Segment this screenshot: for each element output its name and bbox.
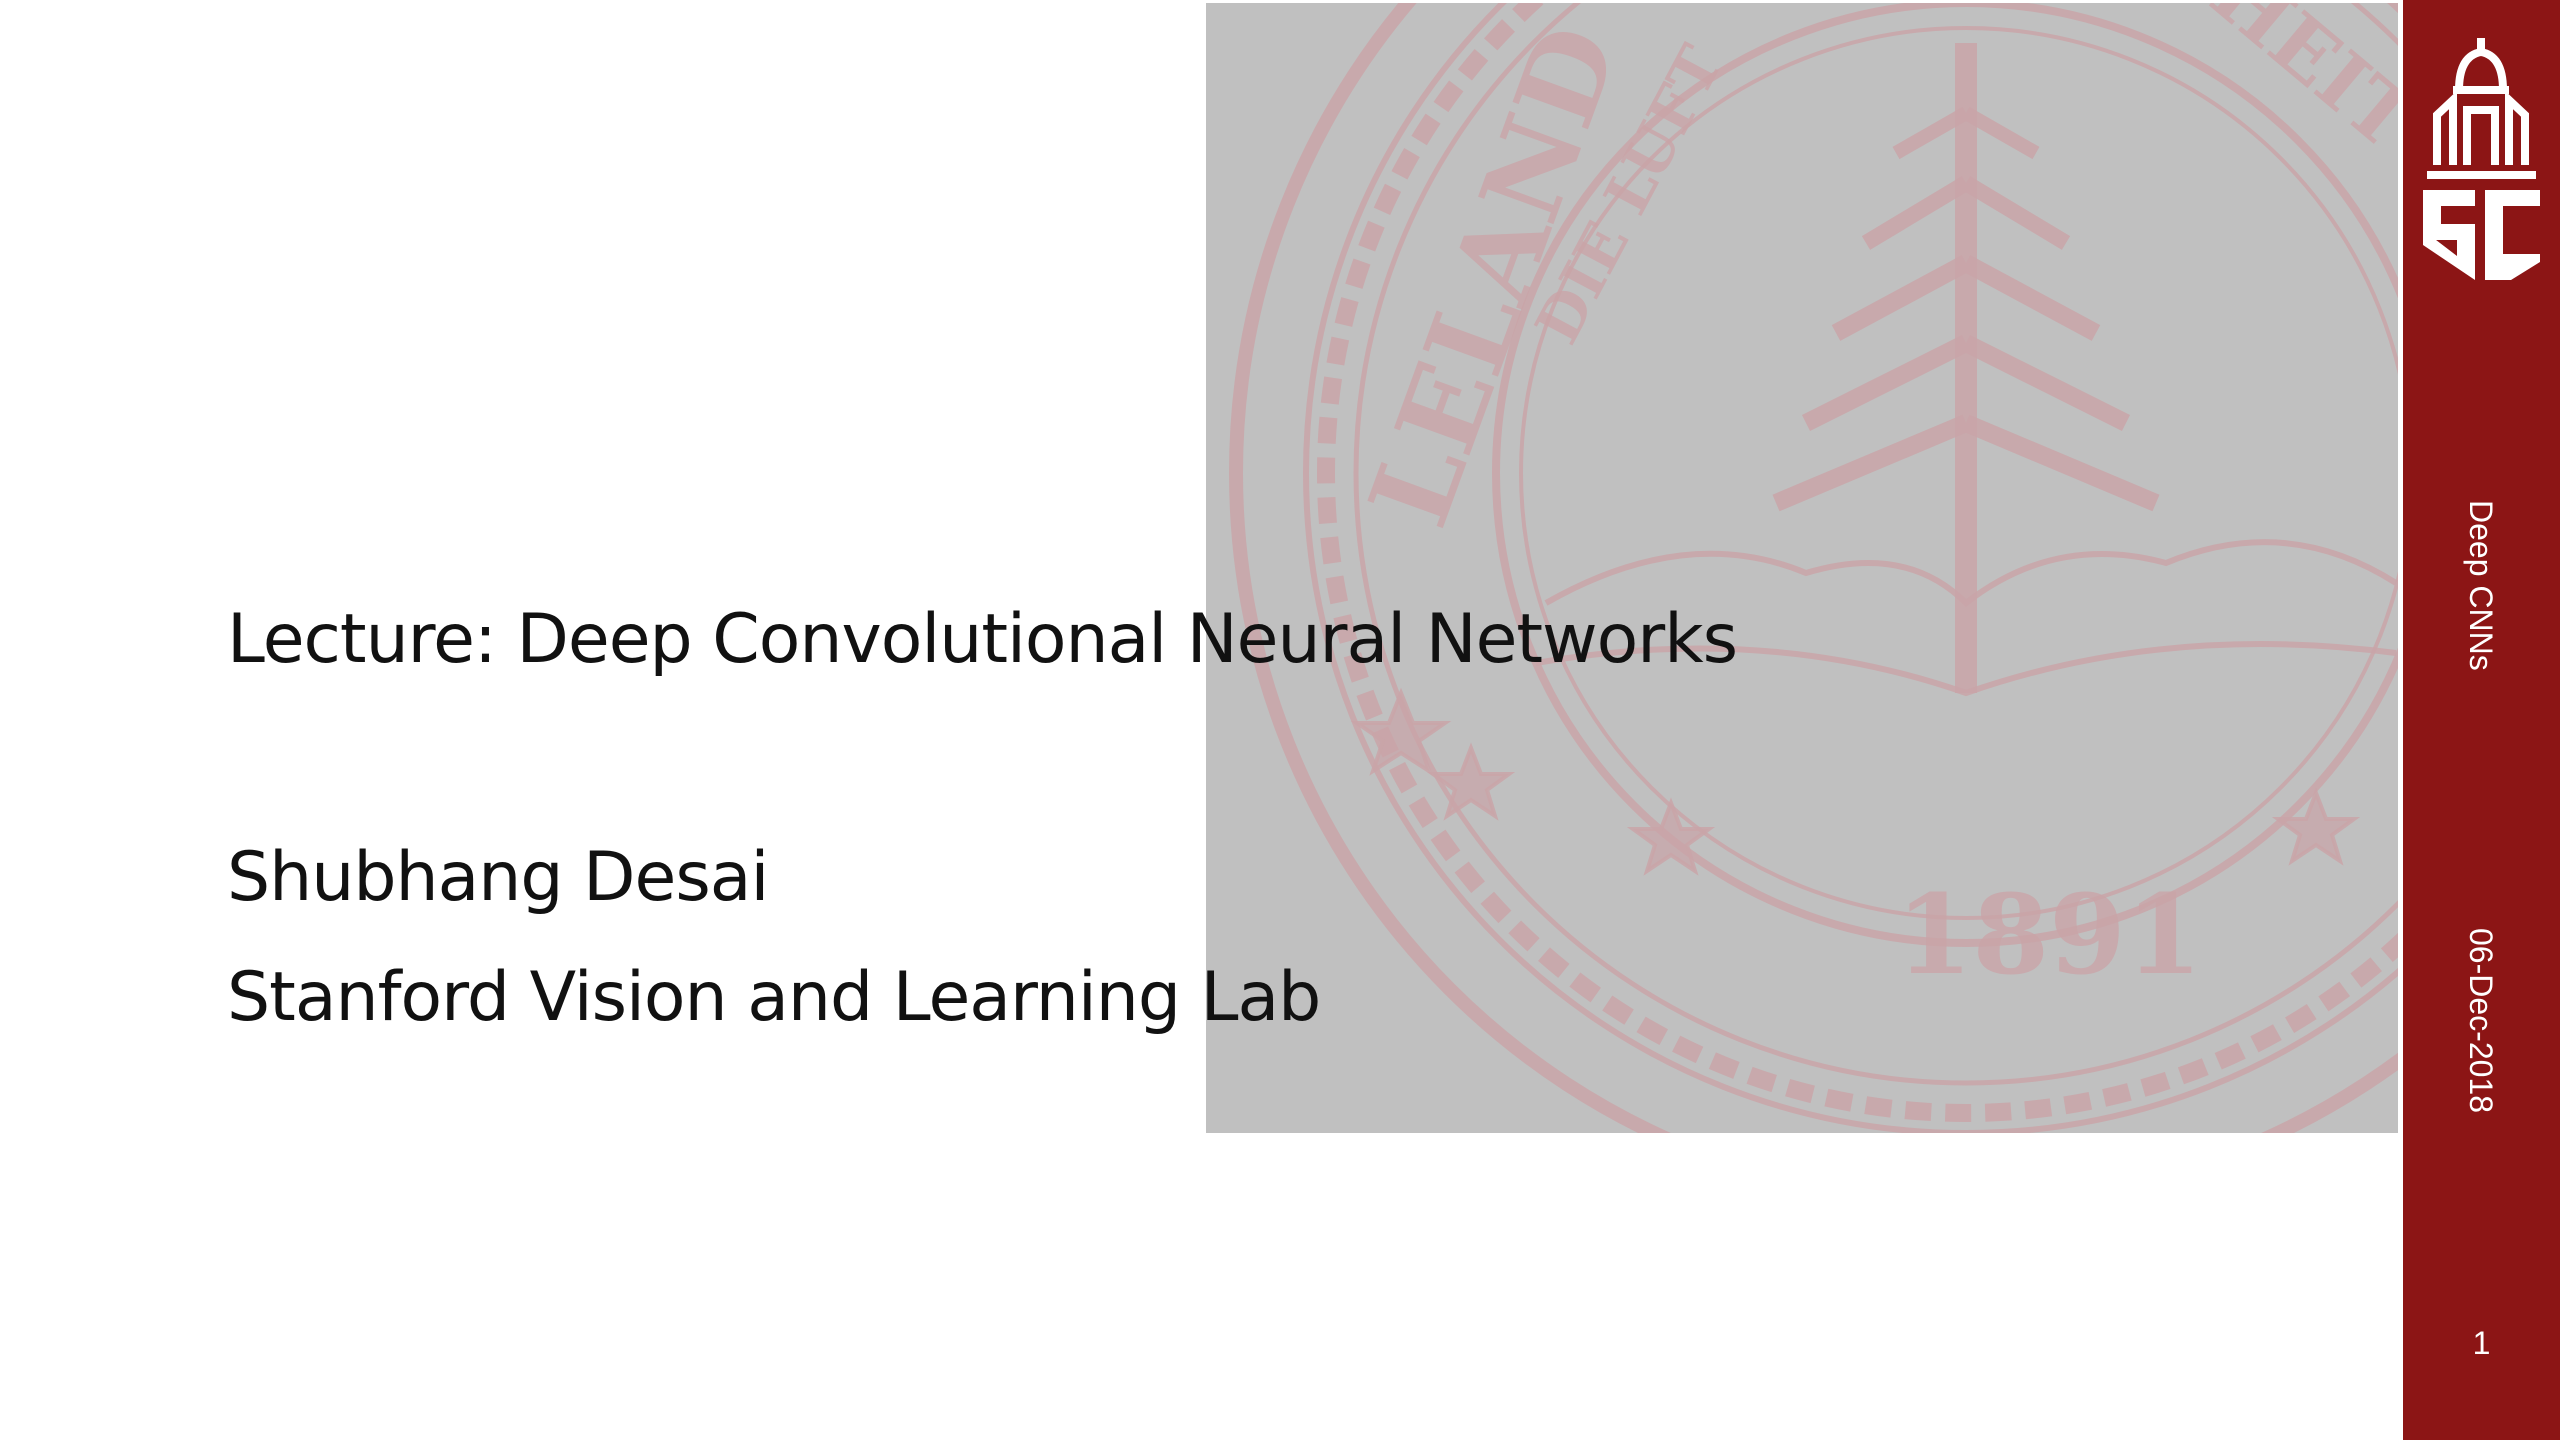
- seal-inscription-left: LELAND S: [1344, 3, 1683, 542]
- affiliation: Stanford Vision and Learning Lab: [227, 958, 1321, 1037]
- seal-icon: LELAND S DIE LUFT HEIT W 1891: [1229, 3, 2398, 1133]
- seal-watermark: LELAND S DIE LUFT HEIT W 1891: [1206, 3, 2398, 1133]
- sidebar: Deep CNNs 06-Dec-2018 1: [2403, 0, 2560, 1440]
- author-name: Shubhang Desai: [227, 838, 769, 917]
- lecture-title: Lecture: Deep Convolutional Neural Netwo…: [227, 600, 1738, 679]
- seal-year: 1891: [1896, 870, 2202, 999]
- sidebar-short-title: Deep CNNs: [2463, 500, 2499, 671]
- sidebar-date: 06-Dec-2018: [2463, 928, 2499, 1113]
- seal-inscription-right: HEIT W: [2194, 3, 2398, 244]
- stanford-sc-logo-icon: [2423, 38, 2540, 280]
- page-number: 1: [2472, 1325, 2491, 1361]
